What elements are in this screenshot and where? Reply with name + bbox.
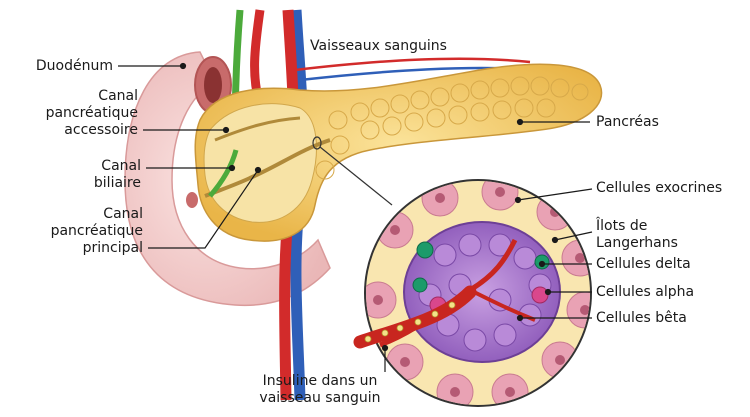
label-cellules-exocrines: Cellules exocrines bbox=[596, 180, 723, 196]
bile-duct bbox=[208, 149, 239, 198]
label-canal-principal: Canal pancréatique principal bbox=[50, 206, 143, 256]
label-pancreas: Pancréas bbox=[596, 114, 659, 130]
insulin-vessel bbox=[353, 285, 477, 349]
islet-marker bbox=[312, 136, 322, 150]
main-duct bbox=[204, 138, 331, 198]
duodenum bbox=[124, 51, 331, 307]
label-duodenum: Duodénum bbox=[35, 58, 113, 74]
leader-lines bbox=[118, 62, 593, 372]
label-canal-biliaire: Canal biliaire bbox=[93, 158, 141, 191]
artery-branch bbox=[294, 57, 531, 72]
magnified-view bbox=[364, 179, 592, 407]
label-canal-accessoire: Canal pancréatique accessoire bbox=[45, 88, 138, 138]
label-ilots-langerhans: Îlots de Langerhans bbox=[596, 218, 678, 251]
alpha-cell bbox=[531, 286, 549, 304]
label-cellules-delta: Cellules delta bbox=[596, 256, 691, 272]
label-cellules-beta: Cellules bêta bbox=[596, 310, 687, 326]
accessory-duct bbox=[214, 116, 301, 142]
delta-cell-3 bbox=[412, 277, 428, 293]
pancreas-lobules bbox=[315, 76, 589, 180]
papilla bbox=[186, 192, 198, 208]
label-insuline: Insuline dans un vaisseau sanguin bbox=[259, 373, 381, 406]
label-cellules-alpha: Cellules alpha bbox=[596, 284, 695, 300]
delta-cell bbox=[416, 241, 434, 259]
label-vaisseaux-sanguins: Vaisseaux sanguins bbox=[310, 38, 447, 54]
pancreas-head-section bbox=[203, 103, 317, 223]
insulin-granules bbox=[364, 301, 456, 343]
